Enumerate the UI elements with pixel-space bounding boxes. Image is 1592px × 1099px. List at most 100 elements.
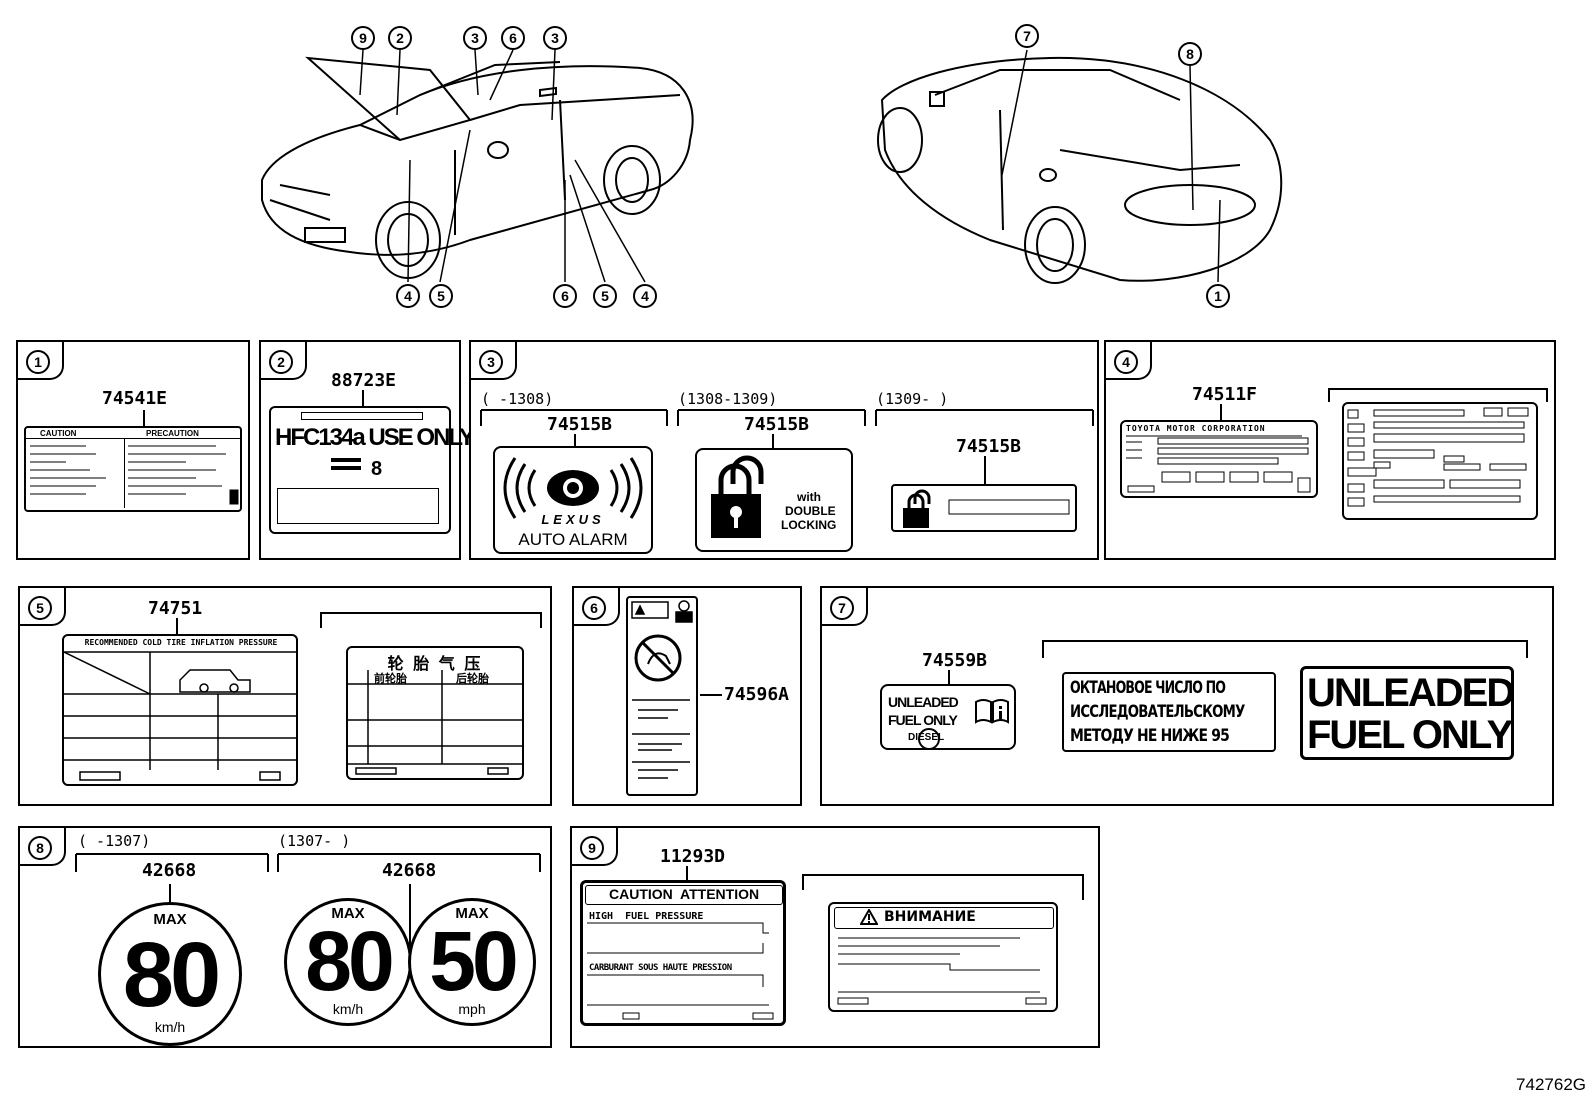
- unleaded-small-label: UNLEADED FUEL ONLY DIESEL: [880, 684, 1016, 750]
- part-number-3: 74515B: [956, 436, 1022, 457]
- part-number: 74596A: [724, 684, 790, 705]
- panel-number: 4: [1114, 350, 1138, 374]
- caution-text: CAUTION: [40, 429, 77, 438]
- double-locking-label: with DOUBLE LOCKING: [695, 448, 853, 552]
- locking-text: LOCKING: [781, 518, 837, 532]
- refrigerant-text: HFC134a USE ONLY: [275, 424, 475, 451]
- small-line2: FUEL ONLY: [888, 712, 958, 728]
- date-range-1: ( -1307): [78, 832, 151, 850]
- ru-line3: МЕТОДУ НЕ НИЖЕ 95: [1070, 726, 1230, 746]
- panel-4: 4 74511F TOYOTA MOTOR CORPORATION: [1104, 340, 1556, 560]
- part-number: 74541E: [102, 388, 168, 409]
- max-text: MAX: [331, 905, 365, 922]
- panel-3: 3 ( -1308) 74515B LEXUS AUTO ALARM (1308…: [469, 340, 1099, 560]
- rear-leader-lines: [1001, 49, 1221, 283]
- date-range-1: ( -1308): [481, 390, 554, 408]
- panel-9: 9 11293D CAUTION ATTENTION HIGH FUEL PRE…: [570, 826, 1100, 1048]
- callout-6: 6: [501, 26, 525, 50]
- tire-table-grid: [64, 651, 296, 781]
- plate-alt: [1342, 402, 1538, 520]
- rear-car-drawing: [877, 56, 1283, 284]
- auto-alarm-label: LEXUS AUTO ALARM: [493, 446, 653, 554]
- panel-number: 8: [28, 836, 52, 860]
- max-text: MAX: [455, 905, 489, 922]
- unleaded-big-label: UNLEADED FUEL ONLY: [1300, 666, 1515, 760]
- part-number-1: 42668: [142, 860, 197, 881]
- part-number: 88723E: [331, 370, 397, 391]
- double-text: DOUBLE: [785, 504, 836, 518]
- caution-text-lines: [587, 922, 774, 1020]
- part-number: 74511F: [1192, 384, 1258, 405]
- callout-1: 1: [1206, 284, 1230, 308]
- big-line2: FUEL ONLY: [1307, 713, 1513, 757]
- speed-value: 80: [122, 924, 221, 1026]
- warning-triangle-icon: [860, 909, 878, 925]
- padlock-icon: [711, 455, 764, 538]
- russian-octane-label: ОКТАНОВОЕ ЧИСЛО ПО ИССЛЕДОВАТЕЛЬСКОМУ МЕ…: [1062, 672, 1276, 752]
- ru-warning-head: ВНИМАНИЕ: [884, 909, 976, 925]
- part-number: 74559B: [922, 650, 988, 671]
- vin-plate-fields: [1126, 435, 1311, 493]
- part-number-2: 42668: [382, 860, 437, 881]
- panel-number: 9: [580, 836, 604, 860]
- panel-number: 2: [269, 350, 293, 374]
- panel-number: 3: [479, 350, 503, 374]
- lock-label-small: [891, 484, 1077, 532]
- front-car-drawing: [261, 56, 694, 279]
- front-leader-lines: [359, 49, 646, 283]
- auto-alarm-text: AUTO ALARM: [518, 530, 628, 549]
- part-number: 74751: [148, 598, 203, 619]
- panel-1: 1 74541E CAUTION PRECAUTION: [16, 340, 250, 560]
- date-range-3: (1309- ): [876, 390, 949, 408]
- panel-8: 8 ( -1307) (1307- ) 42668 42668 MAX 80 k…: [18, 826, 552, 1048]
- big-line1: UNLEADED: [1307, 671, 1515, 715]
- panel-number: 7: [830, 596, 854, 620]
- cn-front: 前轮胎: [374, 672, 407, 685]
- speed-value: 80: [305, 914, 394, 1008]
- speed-unit: mph: [458, 1001, 486, 1017]
- part-number: 11293D: [660, 846, 726, 867]
- panel-number: 1: [26, 350, 50, 374]
- speed-unit: km/h: [332, 1001, 364, 1017]
- cn-rear: 后轮胎: [456, 672, 489, 685]
- tire-pressure-cn-label: 轮 胎 气 压 前轮胎 后轮胎: [346, 646, 524, 780]
- cn-table-grid: [348, 670, 522, 775]
- maker-text: TOYOTA MOTOR CORPORATION: [1126, 424, 1266, 433]
- airbag-label: [626, 596, 698, 796]
- part-number-1: 74515B: [547, 414, 613, 435]
- callout-6b: 6: [553, 284, 577, 308]
- carburant-text: CARBURANT SOUS HAUTE PRESSION: [589, 963, 732, 973]
- callout-5b: 5: [593, 284, 617, 308]
- panel-2: 2 88723E HFC134a USE ONLY 8: [259, 340, 475, 560]
- cn-title: 轮 胎 气 压: [387, 654, 483, 673]
- speed-unit: km/h: [154, 1019, 186, 1035]
- small-line1: UNLEADED: [888, 694, 959, 710]
- precaution-text: PRECAUTION: [146, 429, 199, 438]
- airbag-warning-icon: [631, 600, 693, 779]
- high-fuel-pressure-text: HIGH FUEL PRESSURE: [589, 911, 704, 922]
- callout-3b: 3: [543, 26, 567, 50]
- max-text: MAX: [153, 911, 187, 928]
- manual-book-icon: [975, 699, 1009, 724]
- alarm-icon: [503, 457, 643, 519]
- ru-text-lines: [837, 937, 1047, 1005]
- tire-pressure-label: RECOMMENDED COLD TIRE INFLATION PRESSURE: [62, 634, 298, 786]
- date-range-2: (1307- ): [278, 832, 351, 850]
- ru-line2: ИССЛЕДОВАТЕЛЬСКОМУ: [1070, 702, 1245, 722]
- diagram-id: 742762G: [1516, 1075, 1586, 1094]
- tire-title: RECOMMENDED COLD TIRE INFLATION PRESSURE: [84, 638, 278, 647]
- russian-warning-label: ВНИМАНИЕ: [828, 902, 1058, 1012]
- ru-line1: ОКТАНОВОЕ ЧИСЛО ПО: [1070, 678, 1226, 698]
- panel-number: 5: [28, 596, 52, 620]
- refrigerant-label: HFC134a USE ONLY 8: [269, 406, 475, 534]
- vin-plate: TOYOTA MOTOR CORPORATION: [1120, 420, 1318, 498]
- panel-6: 6 74596A: [572, 586, 802, 806]
- range-brackets: [480, 409, 1094, 426]
- car-illustrations: [261, 49, 1283, 284]
- callout-5: 5: [429, 284, 453, 308]
- speed-limit-sign-80-kmh: MAX 80 km/h: [284, 898, 412, 1026]
- panel-7: 7 74559B UNLEADED FUEL ONLY DIESEL ОКТАН…: [820, 586, 1554, 806]
- padlock-small-icon: [903, 489, 1070, 528]
- callout-3: 3: [463, 26, 487, 50]
